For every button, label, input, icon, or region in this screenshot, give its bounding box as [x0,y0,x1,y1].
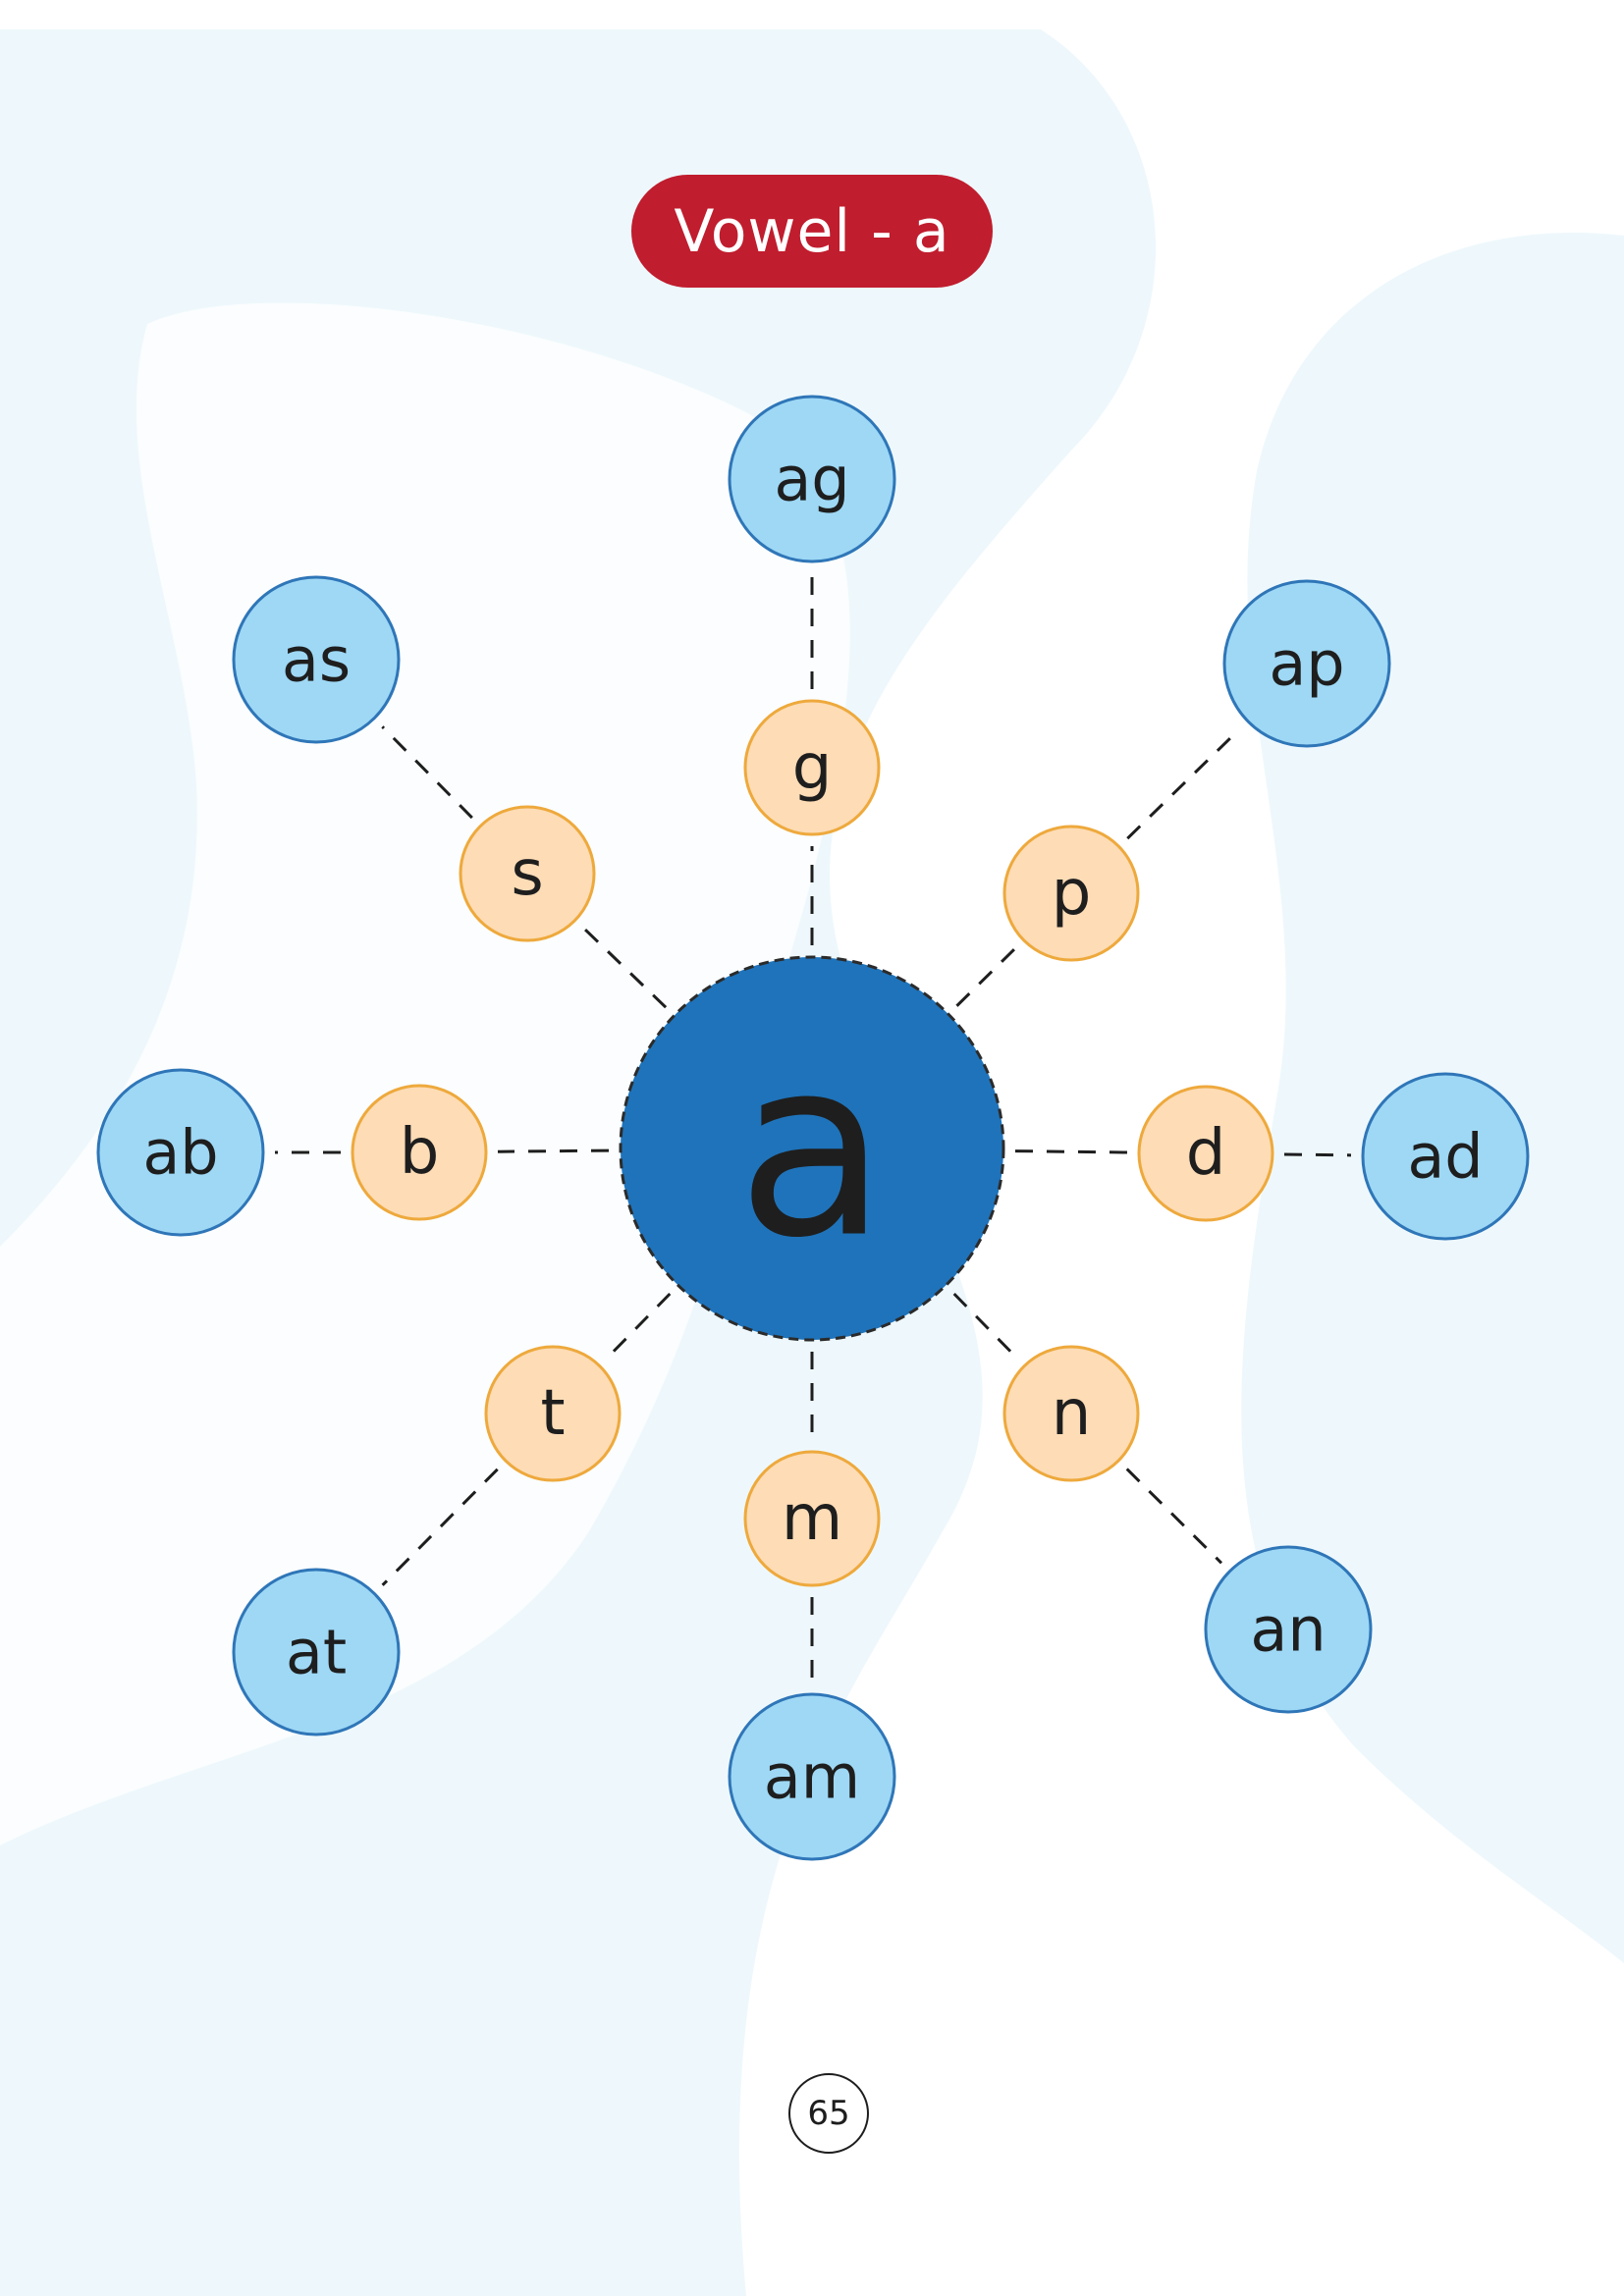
title-badge: Vowel - a [631,175,993,288]
consonant-circle [743,1450,881,1587]
spoke-line-outer-p [1126,727,1241,840]
word-node-ap: ap [1222,579,1391,748]
spoke-line-inner-b [497,1148,610,1153]
consonant-node-p: p [1002,825,1140,962]
word-circle [728,1692,896,1861]
word-text: ad [1407,1121,1483,1193]
word-node-as: as [232,575,401,744]
consonant-circle [351,1084,488,1221]
consonant-circle [743,699,881,836]
consonant-letter: n [1052,1377,1092,1450]
consonant-node-n: n [1002,1345,1140,1482]
word-circle [232,575,401,744]
page-number: 65 [807,2094,850,2133]
word-circle [1222,579,1391,748]
consonant-letter: b [400,1116,440,1189]
word-text: ab [142,1117,218,1189]
spoke-line-inner-n [952,1292,1018,1359]
consonant-circle [1137,1085,1274,1222]
consonant-letter: m [782,1482,842,1555]
consonant-letter: d [1186,1117,1226,1190]
consonant-circle [1002,825,1140,962]
word-text: at [286,1617,347,1688]
word-circle [728,395,896,563]
spoke-line-outer-s [381,725,473,820]
consonant-circle [484,1345,622,1482]
spoke-line-inner-p [955,947,1017,1007]
spoke-line-inner-t [606,1292,672,1359]
word-circle [232,1568,401,1736]
consonant-circle [1002,1345,1140,1482]
spoke-nodes: g ag p ap d ad n an m am t at b ab s as [96,395,1530,1861]
consonant-node-g: g [743,699,881,836]
consonant-letter: g [792,731,833,804]
spoke-line-inner-d [1014,1149,1128,1154]
word-circle [1204,1545,1373,1714]
word-node-an: an [1204,1545,1373,1714]
title-text: Vowel - a [674,196,950,266]
word-node-ab: ab [96,1068,265,1237]
center-circle: a [619,955,1005,1342]
spoke-line-outer-t [381,1468,499,1586]
consonant-letter: p [1052,857,1092,930]
word-text: ap [1269,628,1344,700]
center-vowel-letter: a [736,1006,887,1292]
word-node-am: am [728,1692,896,1861]
spoke-line-outer-d [1283,1152,1352,1157]
word-text: ag [774,444,849,515]
word-text: am [764,1741,860,1813]
word-node-at: at [232,1568,401,1736]
spoke-line-outer-n [1125,1468,1223,1565]
page-number-badge: 65 [788,2073,869,2154]
word-text: an [1250,1594,1326,1666]
consonant-node-s: s [459,805,596,942]
consonant-node-t: t [484,1345,622,1482]
consonant-circle [459,805,596,942]
spoke-line-inner-s [582,927,668,1009]
word-node-ad: ad [1361,1072,1530,1241]
spoke-lines [275,573,1352,1682]
word-circle [96,1068,265,1237]
consonant-node-m: m [743,1450,881,1587]
word-node-ag: ag [728,395,896,563]
word-circle [1361,1072,1530,1241]
consonant-node-b: b [351,1084,488,1221]
consonant-node-d: d [1137,1085,1274,1222]
consonant-letter: s [511,837,543,910]
consonant-letter: t [540,1377,565,1450]
word-text: as [282,624,351,696]
